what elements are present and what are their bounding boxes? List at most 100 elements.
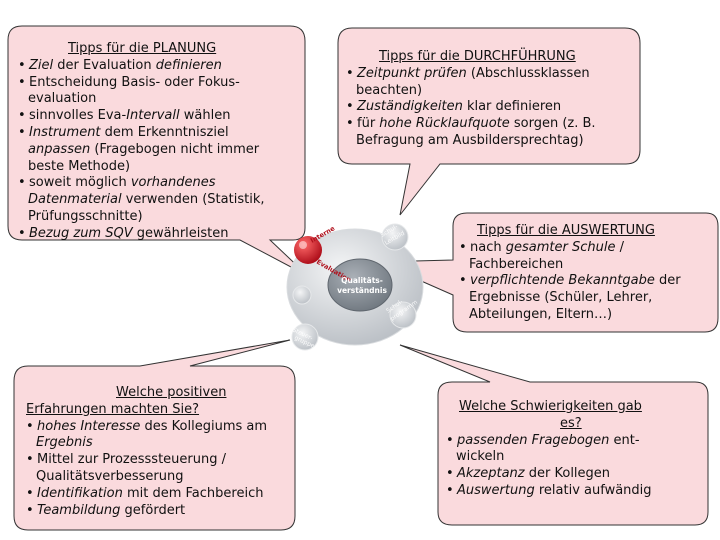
planung-box: Tipps für die PLANUNG •Ziel der Evaluati… [18,41,298,243]
bullet-item: •Bezug zum SQV gewährleisten [18,226,298,243]
bullet-continuation: anpassen (Fragebogen nicht immer [18,142,298,159]
bullet-continuation: Fachbereichen [469,256,564,272]
positiv-box: Welche positiven Erfahrungen machten Sie… [26,385,291,519]
text-run: klar definieren [462,99,562,115]
bullet-icon: • [26,452,34,468]
bullet-icon: • [459,239,467,255]
bullet-item: •Identifikation mit dem Fachbereich [26,486,291,503]
text-run: Zeitpunkt prüfen [357,65,467,81]
bullet-item: •sinnvolles Eva-Intervall wählen [18,108,298,125]
schwierig-list: •passenden Fragebogen ent-wickeln•Akzept… [446,433,706,500]
text-run: nach [470,239,506,255]
bullet-icon: • [446,432,454,448]
text-run: sorgen (z. B. [509,116,596,132]
bullet-continuation: Befragung am Ausbildersprechtag) [356,132,584,148]
text-run: vorhandenes [130,175,216,191]
schwierig-title-line-2: es? [560,415,582,431]
ring-nodes [291,223,417,351]
text-run: relativ aufwändig [534,482,652,498]
bullet-icon: • [18,74,26,90]
text-run: sinnvolles Eva- [29,108,127,124]
text-run: Auswertung [457,482,535,498]
bullet-continuation: Prüfungsschnitte) [18,209,298,226]
center-label: Qualitäts- verständnis [337,276,387,295]
text-run: hohes Interesse [37,418,141,434]
text-run: dem Erkenntnisziel [100,124,229,140]
bullet-item: •Mittel zur Prozesssteuerung / [26,452,291,469]
bullet-icon: • [446,466,454,482]
text-run: / [615,239,624,255]
bullet-continuation: Abteilungen, Eltern…) [469,306,613,322]
bullet-item: •Zeitpunkt prüfen (Abschlussklassen [346,66,636,83]
text-run: passenden Fragebogen [457,432,610,448]
text-run: der Kollegen [524,466,611,482]
text-run: Intervall [126,108,180,124]
durchfuehrung-box: Tipps für die DURCHFÜHRUNG •Zeitpunkt pr… [346,49,636,150]
bullet-icon: • [18,108,26,124]
bullet-item: •nach gesamter Schule / [459,240,719,257]
bullet-continuation: Ergebnisse (Schüler, Lehrer, [469,290,653,306]
bullet-item: •Zuständigkeiten klar definieren [346,99,636,116]
text-run: Datenmaterial [28,192,122,208]
auswertung-box: Tipps für die AUSWERTUNG •nach gesamter … [459,223,719,324]
schwierig-title-line-1: Welche Schwierigkeiten gab [459,399,642,414]
bullet-continuation: Ergebnis [26,435,291,452]
bullet-icon: • [26,485,34,501]
positiv-title-line-2: Erfahrungen machten Sie? [26,401,200,417]
text-run: beste Methode) [28,158,131,174]
text-run: der Evaluation [53,57,156,73]
text-run: der [654,273,681,289]
planung-list: •Ziel der Evaluation definieren•Entschei… [18,58,298,243]
text-run: verpflichtende Bekanntgabe [470,273,655,289]
bullet-item: •Auswertung relativ aufwändig [446,483,706,500]
auswertung-list: •nach gesamter Schule /Fachbereichen•ver… [459,240,719,324]
node-right [389,301,417,329]
auswertung-bubble [377,212,719,333]
text-run: gesamter Schule [505,239,616,255]
bullet-continuation: Qualitätsverbesserung [36,468,184,484]
text-run: (Abschlussklassen [466,65,590,81]
text-run: anpassen [28,141,91,157]
bullet-icon: • [26,418,34,434]
bullet-continuation: wickeln [456,449,505,465]
bullet-icon: • [18,57,26,73]
text-run: Zuständigkeiten [357,99,463,115]
planung-bubble [7,25,309,277]
bullet-icon: • [459,273,467,289]
positiv-bubble [13,339,296,531]
durchfuehrung-title: Tipps für die DURCHFÜHRUNG [379,49,576,64]
bullet-icon: • [18,124,26,140]
bullet-item: •Entscheidung Basis- oder Fokus- [18,75,298,92]
bullet-icon: • [446,482,454,498]
bullet-item: •hohes Interesse des Kollegiums am [26,419,291,436]
text-run: Ergebnis [36,435,93,451]
bullet-item: •Akzeptanz der Kollegen [446,466,706,483]
text-run: Mittel zur Prozesssteuerung / [37,452,226,468]
bullet-icon: • [346,65,354,81]
text-run: mit dem Fachbereich [122,485,264,501]
bullet-icon: • [346,99,354,115]
text-run: hohe Rücklaufquote [379,116,510,132]
bullet-icon: • [346,116,354,132]
text-run: definieren [155,57,222,73]
text-run: Prüfungsschnitte) [28,208,143,224]
text-run: (Fragebogen nicht immer [90,141,260,157]
center-label-line-1: Qualitäts- [341,276,383,285]
text-run: wählen [179,108,231,124]
bullet-item: •für hohe Rücklaufquote sorgen (z. B. [346,116,636,133]
positiv-title-line-1: Welche positiven [116,385,227,400]
node-top-right [381,223,409,251]
text-run: Bezug zum SQV [29,225,133,241]
planung-title: Tipps für die PLANUNG [68,41,217,56]
text-run: Ziel [29,57,54,73]
quality-cycle-diagram: Schul- Leitbild Schul- programm Steuer- … [286,223,424,351]
text-run: Teambildung [37,502,121,518]
bullet-continuation: evaluation [28,91,97,107]
text-run: gefördert [120,502,186,518]
bullet-item: •Teambildung gefördert [26,503,291,520]
text-run: verwenden (Statistik, [121,192,265,208]
text-run: Entscheidung Basis- oder Fokus- [29,74,240,90]
text-run: Identifikation [37,485,123,501]
